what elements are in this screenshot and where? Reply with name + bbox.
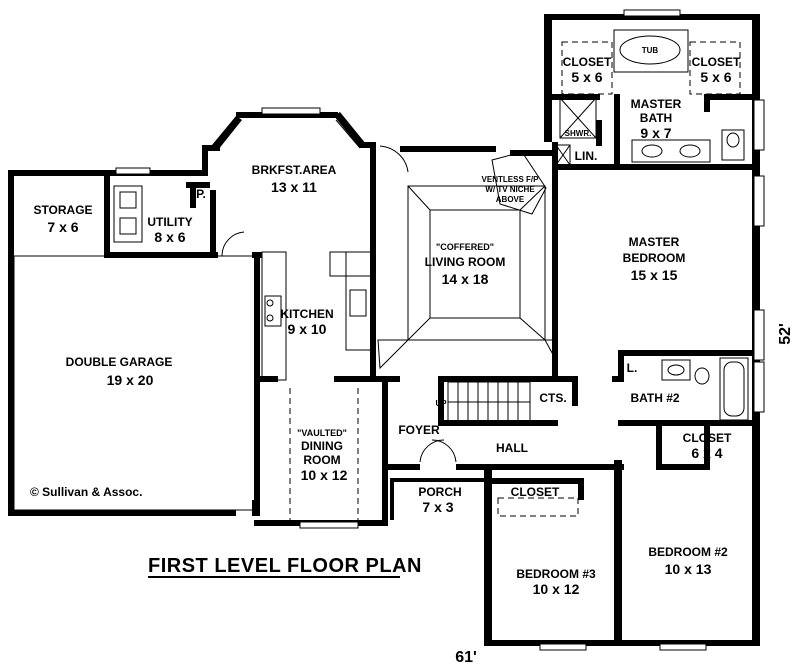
master-bedroom-label-1: MASTER: [629, 235, 680, 249]
closet-bed2-size: 6 x 4: [691, 445, 722, 461]
living-size: 14 x 18: [442, 271, 489, 287]
dining-qualifier: "VAULTED": [297, 428, 347, 438]
kitchen-size: 9 x 10: [288, 321, 327, 337]
storage-size: 7 x 6: [47, 219, 78, 235]
stairs-closet-label: CTS.: [539, 391, 566, 405]
kitchen-label: KITCHEN: [280, 307, 333, 321]
bedroom2-label: BEDROOM #2: [648, 545, 728, 559]
breakfast-label: BRKFST.AREA: [252, 163, 337, 177]
room-labels: STORAGE 7 x 6 UTILITY 8 x 6 P. BRKFST.AR…: [33, 46, 741, 597]
master-bath-label-2: BATH: [640, 111, 672, 125]
closet-right-label: CLOSET: [692, 55, 741, 69]
dining-label-1: DINING: [301, 439, 343, 453]
master-bath-size: 9 x 7: [640, 125, 671, 141]
breakfast-size: 13 x 11: [271, 179, 317, 195]
closet-right-size: 5 x 6: [700, 69, 731, 85]
utility-size: 8 x 6: [154, 229, 185, 245]
dining-label-2: ROOM: [303, 453, 340, 467]
foyer-label: FOYER: [398, 423, 440, 437]
garage-size: 19 x 20: [107, 372, 154, 388]
hall-label: HALL: [496, 441, 528, 455]
width-dimension: 61': [455, 649, 477, 666]
master-bath-label-1: MASTER: [631, 97, 682, 111]
bedroom2-size: 10 x 13: [665, 561, 712, 577]
utility-label: UTILITY: [147, 215, 192, 229]
bedroom3-label: BEDROOM #3: [516, 567, 596, 581]
linen-small-label: L.: [627, 361, 638, 375]
windows: [115, 9, 765, 651]
storage-label: STORAGE: [33, 203, 92, 217]
closet-bed2-label: CLOSET: [683, 431, 732, 445]
closet-left-size: 5 x 6: [571, 69, 602, 85]
linen-label: LIN.: [575, 149, 598, 163]
title-underline: [148, 576, 400, 578]
plan-title: FIRST LEVEL FLOOR PLAN: [148, 555, 422, 577]
dining-size: 10 x 12: [301, 467, 348, 483]
master-bedroom-size: 15 x 15: [631, 267, 678, 283]
pantry-label: P.: [196, 187, 206, 201]
stairs-up-label: UP: [435, 399, 447, 408]
fireplace-line-3: ABOVE: [496, 195, 525, 204]
closet-left-label: CLOSET: [563, 55, 612, 69]
shower-label: SHWR.: [565, 129, 592, 138]
porch-label: PORCH: [418, 485, 461, 499]
porch-size: 7 x 3: [422, 499, 453, 515]
living-label: LIVING ROOM: [425, 255, 506, 269]
bedroom3-size: 10 x 12: [533, 581, 580, 597]
tub-label: TUB: [642, 46, 659, 55]
depth-dimension: 52': [777, 323, 794, 345]
closet-bed3-label: CLOSET: [511, 485, 560, 499]
garage-label: DOUBLE GARAGE: [66, 355, 173, 369]
fireplace-line-2: W/ TV NICHE: [485, 185, 535, 194]
bath2-label: BATH #2: [630, 391, 679, 405]
copyright-label: © Sullivan & Assoc.: [30, 485, 142, 499]
master-bedroom-label-2: BEDROOM: [623, 251, 686, 265]
living-qualifier: "COFFERED": [436, 242, 494, 252]
fireplace-line-1: VENTLESS F/P: [482, 175, 540, 184]
